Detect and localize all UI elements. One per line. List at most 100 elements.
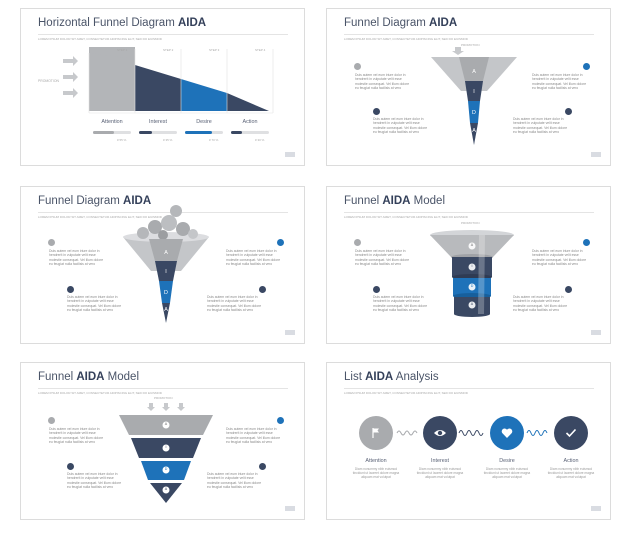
body-text: Duis autem vel eum iriure dolor in hendr… bbox=[67, 472, 122, 490]
stage-label-attention: Attention bbox=[101, 119, 123, 125]
wave-line bbox=[526, 430, 548, 436]
marker-dot bbox=[48, 417, 55, 424]
body-text: Duis autem vel eum iriure dolor in hendr… bbox=[373, 295, 428, 313]
arrow-icon bbox=[63, 72, 78, 82]
funnel-letter: A bbox=[472, 69, 476, 75]
wave-connectors bbox=[396, 430, 548, 436]
slide-funnel-balls[interactable]: Funnel Diagram AIDA LOREM IPSUM DOLOR SI… bbox=[20, 186, 305, 344]
funnel-graphic bbox=[123, 205, 209, 323]
page-number bbox=[285, 506, 295, 511]
stage-description: Diam nonummy nibh euismod tincidunt ut l… bbox=[483, 467, 531, 480]
funnel-layer-action bbox=[470, 123, 478, 145]
letter-badge bbox=[162, 486, 170, 494]
attention-circle[interactable] bbox=[359, 416, 393, 450]
funnel-layer-action bbox=[162, 303, 170, 323]
title-divider bbox=[38, 212, 288, 213]
funnel-letter: A bbox=[472, 128, 476, 134]
check-icon bbox=[565, 428, 577, 438]
progress-value: # 30 % bbox=[255, 138, 265, 142]
action-circle[interactable] bbox=[554, 416, 588, 450]
slide-horizontal-funnel[interactable]: Horizontal Funnel Diagram AIDA LOREM IPS… bbox=[20, 8, 305, 166]
funnel-layer-interest bbox=[465, 81, 483, 101]
stage-bar-action bbox=[227, 93, 269, 111]
arrow-down-icon bbox=[147, 403, 155, 411]
slide-title: List AIDA Analysis bbox=[344, 371, 439, 383]
stage-label-attention: Attention bbox=[365, 458, 387, 464]
body-text: Duis autem vel eum iriure dolor in hendr… bbox=[226, 249, 281, 267]
desire-circle[interactable] bbox=[490, 416, 524, 450]
top-label: PROMOTION bbox=[154, 396, 173, 400]
body-text: Duis autem vel eum iriure dolor in hendr… bbox=[532, 73, 587, 91]
page-number bbox=[591, 152, 601, 157]
interest-circle[interactable] bbox=[423, 416, 457, 450]
stage-description: Diam nonummy nibh euismod tincidunt ut l… bbox=[352, 467, 400, 480]
slide-title: Funnel AIDA Model bbox=[38, 371, 140, 383]
title-divider bbox=[38, 34, 288, 35]
funnel-letter: I bbox=[165, 445, 167, 449]
marker-dot bbox=[583, 239, 590, 246]
body-text: Duis autem vel eum iriure dolor in hendr… bbox=[67, 295, 122, 313]
stage-description: Diam nonummy nibh euismod tincidunt ut l… bbox=[547, 467, 595, 480]
letter-badge bbox=[468, 242, 476, 250]
page-number bbox=[285, 330, 295, 335]
body-text: Duis autem vel eum iriure dolor in hendr… bbox=[355, 249, 410, 267]
body-text: Duis autem vel eum iriure dolor in hendr… bbox=[207, 295, 262, 313]
slide-funnel-diagram[interactable]: Funnel Diagram AIDA LOREM IPSUM DOLOR SI… bbox=[326, 8, 611, 166]
arrow-label: PROMOTION bbox=[38, 79, 59, 83]
body-text: Duis autem vel eum iriure dolor in hendr… bbox=[373, 117, 428, 135]
slide-title: Funnel AIDA Model bbox=[344, 195, 446, 207]
progress-bar-desire bbox=[185, 131, 223, 134]
wave-line bbox=[458, 430, 484, 436]
stage-bar-interest bbox=[135, 65, 181, 111]
arrow-down-icon bbox=[452, 47, 464, 55]
arrow-down-icon bbox=[162, 403, 170, 411]
marker-dot bbox=[259, 286, 266, 293]
progress-bar-action bbox=[231, 131, 269, 134]
wave-line bbox=[396, 430, 418, 436]
funnel-letter: A bbox=[164, 422, 168, 426]
slide-subtitle: LOREM IPSUM DOLOR SIT AMET, CONSECTETUR … bbox=[38, 37, 162, 41]
stage-label-desire: Desire bbox=[196, 119, 212, 125]
marker-dot bbox=[565, 108, 572, 115]
funnel-layer-interest bbox=[155, 261, 177, 281]
stage-label-desire: Desire bbox=[499, 458, 515, 464]
letter-badge bbox=[162, 466, 170, 474]
body-text: Duis autem vel eum iriure dolor in hendr… bbox=[513, 295, 568, 313]
page-number bbox=[591, 330, 601, 335]
funnel-layer-attention bbox=[149, 239, 183, 261]
stage-label-interest: Interest bbox=[431, 458, 449, 464]
progress-value: # 70 % bbox=[209, 138, 219, 142]
funnel-layer-desire bbox=[159, 281, 173, 303]
body-text: Duis autem vel eum iriure dolor in hendr… bbox=[49, 427, 104, 445]
slide-funnel-model-stacked[interactable]: Funnel AIDA Model LOREM IPSUM DOLOR SIT … bbox=[20, 362, 305, 520]
marker-dot bbox=[583, 63, 590, 70]
progress-value: # 55 % bbox=[117, 138, 127, 142]
funnel-letter: D bbox=[164, 290, 168, 296]
step-label: STEP 3 bbox=[209, 48, 220, 52]
ball-icon bbox=[158, 230, 168, 240]
body-text: Duis autem vel eum iriure dolor in hendr… bbox=[355, 73, 410, 91]
marker-dot bbox=[373, 108, 380, 115]
ball-icon bbox=[188, 229, 198, 239]
slide-funnel-model-glass[interactable]: Funnel AIDA Model LOREM IPSUM DOLOR SIT … bbox=[326, 186, 611, 344]
funnel-letter: D bbox=[164, 467, 168, 471]
funnel-letter: A bbox=[164, 250, 168, 256]
arrow-icon bbox=[63, 56, 78, 66]
step-label: STEP 2 bbox=[163, 48, 174, 52]
ball-icon bbox=[161, 215, 177, 231]
slide-list-analysis[interactable]: List AIDA Analysis LOREM IPSUM DOLOR SIT… bbox=[326, 362, 611, 520]
slide-subtitle: LOREM IPSUM DOLOR SIT AMET, CONSECTETUR … bbox=[344, 215, 468, 219]
letter-badge bbox=[468, 263, 476, 271]
arrow-down-icon bbox=[177, 403, 185, 411]
marker-dot bbox=[354, 239, 361, 246]
top-label: PROMOTION bbox=[461, 221, 480, 225]
ball-icon bbox=[148, 220, 162, 234]
marker-dot bbox=[354, 63, 361, 70]
stage-label-interest: Interest bbox=[149, 119, 167, 125]
slide-subtitle: LOREM IPSUM DOLOR SIT AMET, CONSECTETUR … bbox=[344, 391, 468, 395]
ball-icon bbox=[170, 205, 182, 217]
funnel-layer-desire bbox=[468, 101, 480, 123]
funnel-letter: I bbox=[473, 89, 475, 95]
title-divider bbox=[344, 212, 594, 213]
body-text: Duis autem vel eum iriure dolor in hendr… bbox=[532, 249, 587, 267]
